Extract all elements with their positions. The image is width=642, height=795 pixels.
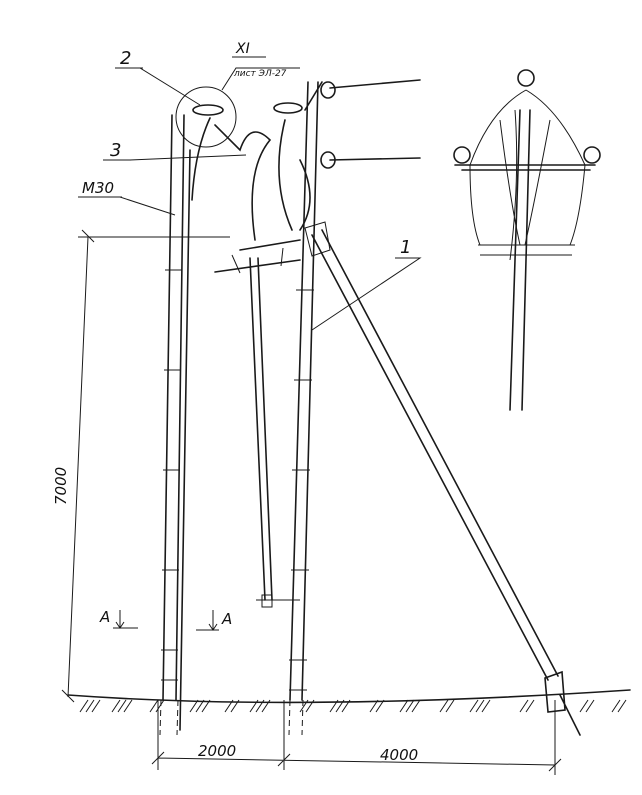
crossarm	[214, 239, 301, 601]
ground-hatch	[79, 699, 627, 713]
detail-view	[453, 69, 601, 411]
callout-2: 2	[120, 48, 131, 69]
callout-3: 3	[110, 140, 121, 161]
detail-callout-circle	[175, 86, 237, 148]
detail-number-label: XI	[235, 41, 250, 57]
dimension-span	[151, 700, 562, 775]
ground-line	[67, 689, 631, 704]
callout-1: 1	[400, 237, 411, 258]
section-label-right: A	[221, 610, 232, 628]
overhead-wires	[329, 79, 421, 161]
sheet-reference-label: лист ЭЛ-27	[233, 69, 287, 79]
dimension-height	[61, 229, 230, 703]
callout-m30: М30	[82, 179, 114, 197]
section-label-left: A	[99, 608, 110, 626]
dimension-height-label: 7000	[52, 467, 70, 505]
strut	[311, 229, 581, 736]
dimension-right-label: 4000	[380, 746, 418, 764]
right-pole	[288, 81, 323, 736]
dimension-left-label: 2000	[198, 742, 236, 760]
drop-cables	[191, 117, 311, 241]
left-pole	[159, 114, 191, 736]
insulators	[192, 81, 336, 169]
section-marks	[113, 610, 219, 631]
